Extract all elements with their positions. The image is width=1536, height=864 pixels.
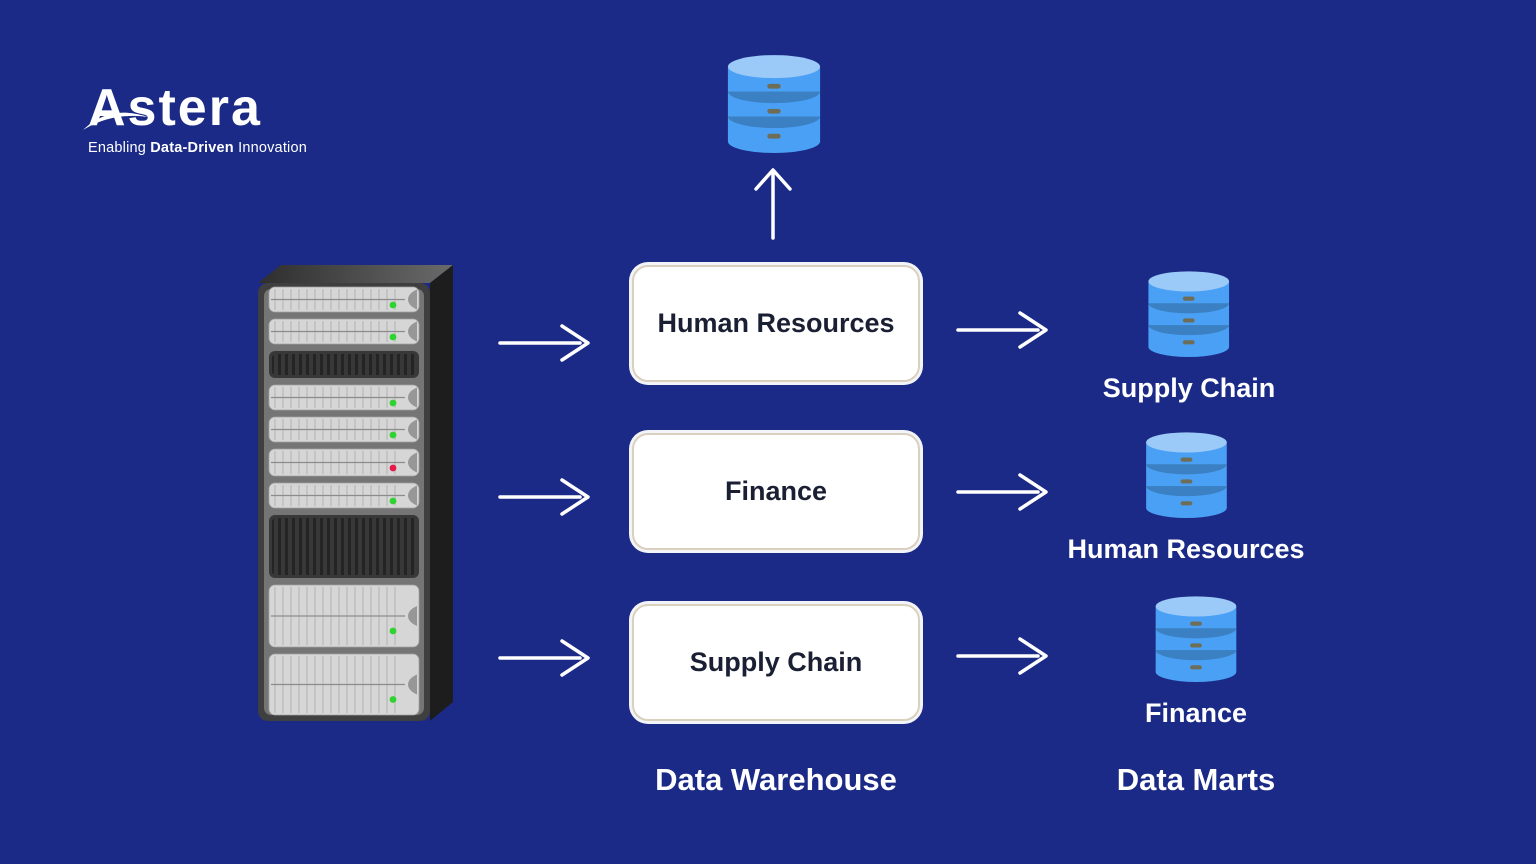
data-mart-human-resources: Human Resources xyxy=(1067,432,1305,565)
astera-logo-wordmark: Astera xyxy=(83,79,308,137)
warehouse-box-label: Human Resources xyxy=(657,308,895,338)
arrow-right-icon xyxy=(498,321,594,365)
warehouse-box-label: Finance xyxy=(724,476,828,506)
warehouse-box-label: Supply Chain xyxy=(689,647,863,677)
tagline-prefix: Enabling xyxy=(88,140,151,156)
data-warehouse-caption: Data Warehouse xyxy=(655,762,897,797)
database-icon xyxy=(1147,271,1231,359)
astera-logo: Astera Enabling Data-Driven Innovation xyxy=(83,79,308,156)
arrow-right-icon xyxy=(956,634,1052,678)
arrow-right-icon xyxy=(498,475,594,519)
warehouse-box-finance: Finance xyxy=(632,433,920,550)
data-mart-label: Supply Chain xyxy=(1102,373,1276,403)
astera-logo-text: Astera xyxy=(88,79,262,137)
data-mart-label: Human Resources xyxy=(1067,534,1305,564)
database-icon xyxy=(1144,432,1228,520)
tagline-suffix: Innovation xyxy=(233,140,308,156)
database-icon xyxy=(1154,596,1238,684)
arrow-right-icon xyxy=(956,470,1052,514)
arrow-up-icon xyxy=(751,166,795,240)
logo-swoosh-icon xyxy=(83,112,148,130)
astera-logo-tagline: Enabling Data-Driven Innovation xyxy=(88,140,308,156)
data-mart-finance: Finance xyxy=(1145,596,1247,729)
server-rack-icon xyxy=(255,257,455,725)
warehouse-box-supply-chain: Supply Chain xyxy=(632,604,920,721)
arrow-right-icon xyxy=(956,308,1052,352)
data-mart-label: Finance xyxy=(1144,698,1248,728)
data-marts-caption: Data Marts xyxy=(1116,762,1276,797)
arrow-right-icon xyxy=(498,636,594,680)
data-mart-supply-chain: Supply Chain xyxy=(1102,271,1276,404)
warehouse-box-human-resources: Human Resources xyxy=(632,265,920,382)
database-icon-top xyxy=(726,55,822,155)
tagline-bold: Data-Driven xyxy=(150,140,234,156)
